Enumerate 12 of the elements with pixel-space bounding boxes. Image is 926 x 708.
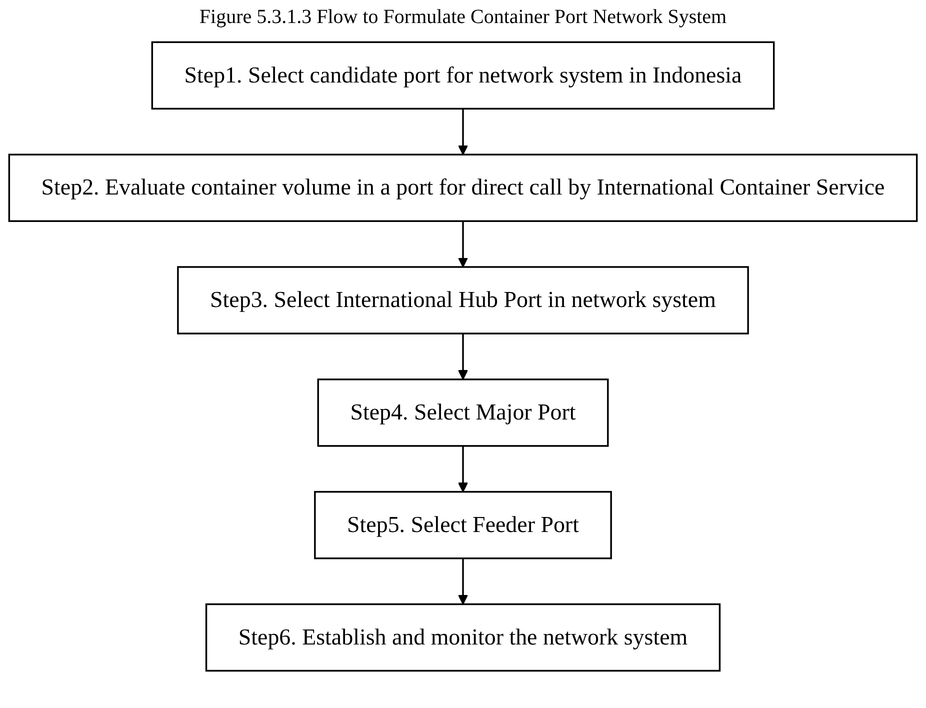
arrow — [458, 334, 468, 380]
arrow — [458, 558, 468, 605]
figure-title: Figure 5.3.1.3 Flow to Formulate Container Port Network System — [199, 6, 727, 29]
node-box: Step1. Select candidate port for network system in Indonesia — [151, 41, 775, 110]
arrow — [458, 446, 468, 492]
node-box: Step5. Select Feeder Port — [314, 490, 612, 560]
arrow — [458, 108, 468, 156]
node-box: Step6. Establish and monitor the network system — [205, 603, 721, 672]
node-box: Step4. Select Major Port — [317, 378, 609, 447]
node-box: Step2. Evaluate container volume in a port for direct call by International Container Service — [8, 154, 918, 222]
arrow — [458, 221, 468, 268]
node-box: Step3. Select International Hub Port in network system — [177, 266, 749, 334]
